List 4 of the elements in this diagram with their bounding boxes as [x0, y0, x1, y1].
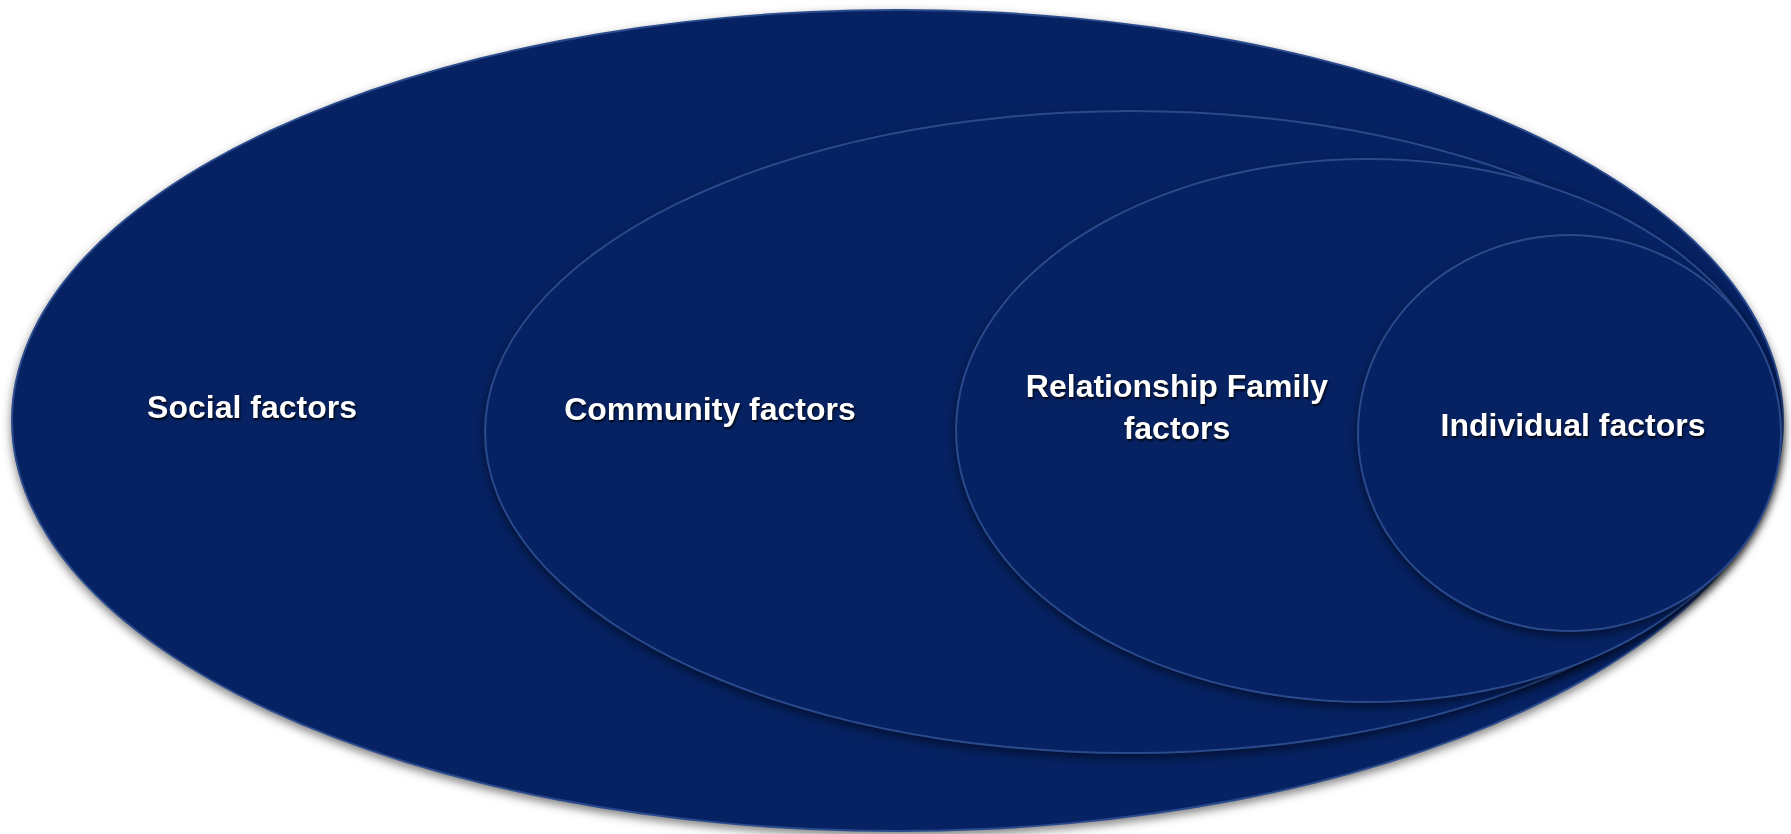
- ellipse-label: Community factors: [563, 390, 857, 429]
- ellipse-label: Individual factors: [1439, 406, 1707, 445]
- ellipse-label: Social factors: [146, 388, 358, 427]
- ellipse-label: Relationship Family factors: [1024, 367, 1330, 448]
